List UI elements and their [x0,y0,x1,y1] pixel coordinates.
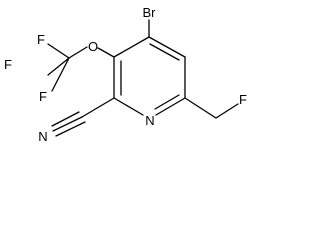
atom-label-f-ch2f: F [239,92,247,107]
atom-label-f2: F [4,57,12,72]
atom-label-f1: F [37,32,45,47]
bond-cf3-f2 [47,57,70,76]
atom-label-n-ring: N [145,113,154,128]
atom-label-n-nitrile: N [38,129,47,144]
bond-cf3-f1 [47,43,70,59]
atom-label-f3: F [39,89,47,104]
ring-bond-c4-c5-inner [149,43,180,61]
atom-label-o: O [88,39,98,54]
ring-bond-c6-n [155,97,186,116]
ring-bond-c4-c5 [148,36,186,58]
ring-bond-c4-c3 [113,36,150,58]
bond-c2-cn [81,97,115,118]
bond-cf3-f3 [51,57,70,92]
atom-label-br: Br [143,5,157,20]
ring-bond-c6-n-inner [154,94,180,110]
bond-c3-o [97,47,115,58]
bond-nitrile-3 [55,121,86,137]
bond-nitrile-1 [52,116,83,132]
bond-o-cf3 [68,46,88,59]
molecule-structure: Br O F F F N N F [4,5,247,144]
bond-nitrile-2 [51,111,80,127]
bond-ch2-f [215,103,239,119]
bond-c6-ch2 [184,97,217,119]
ring-bond-c2-n [113,97,144,116]
